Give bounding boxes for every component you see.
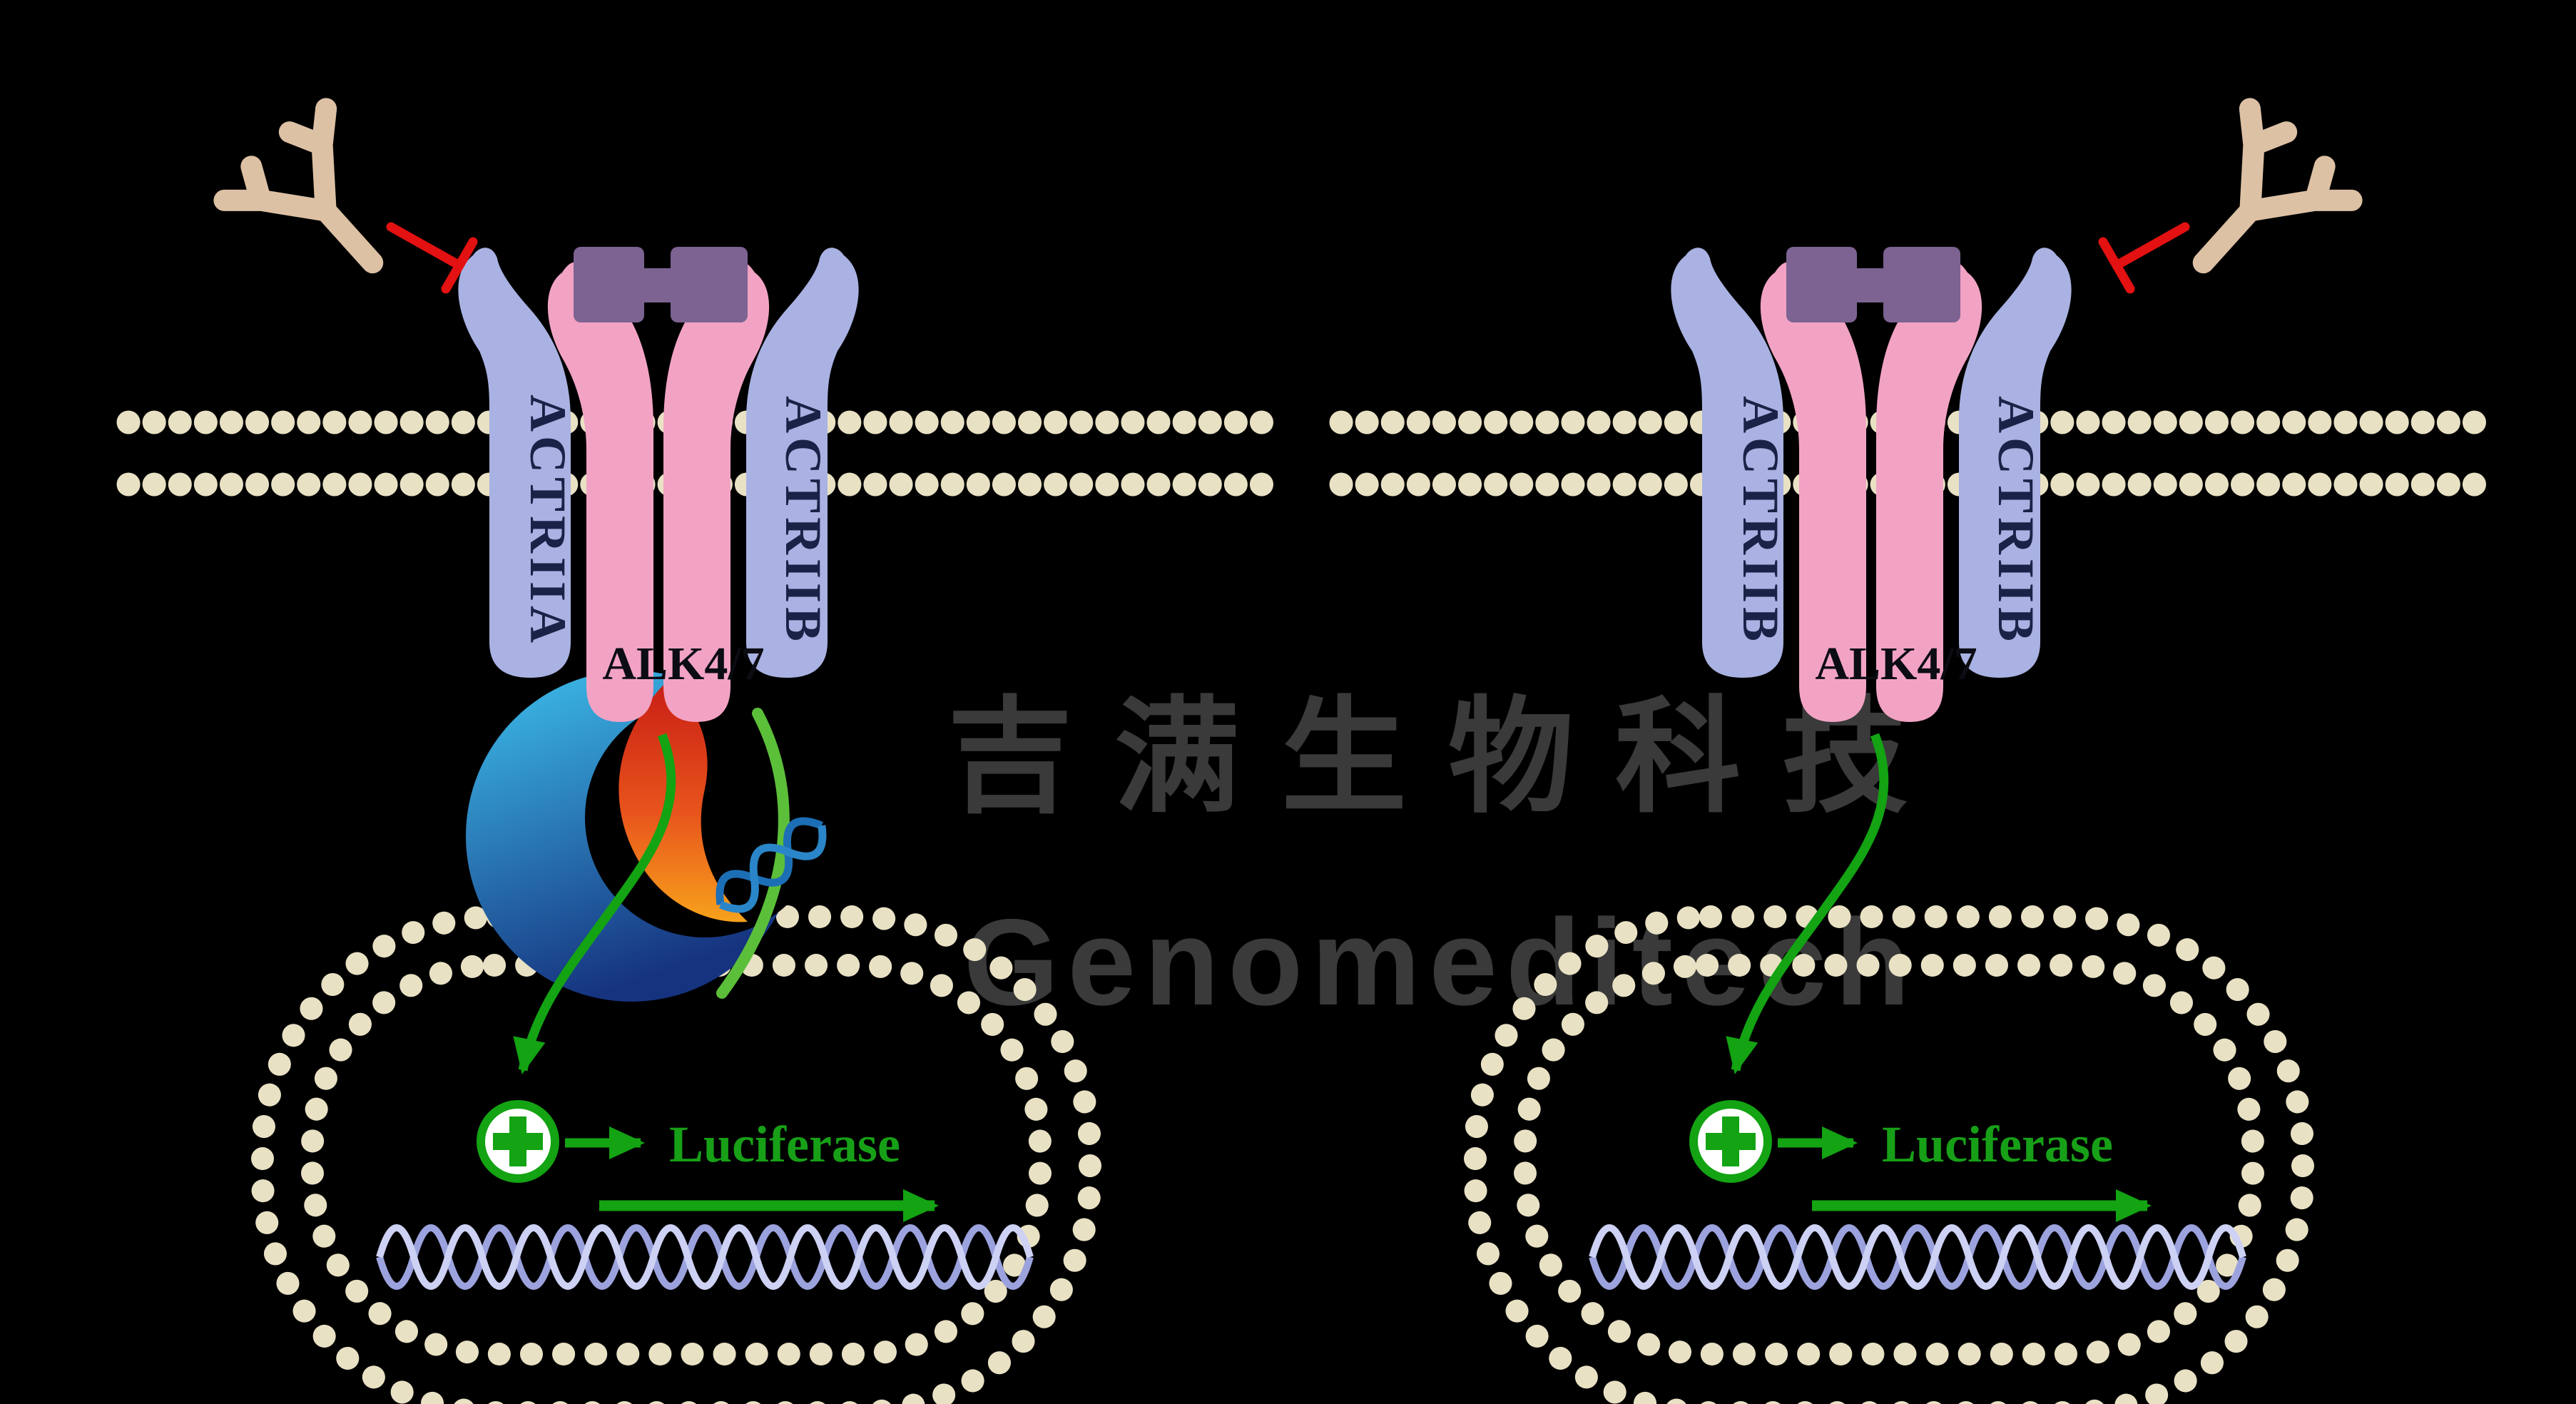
inhibition-end-bar	[441, 237, 478, 294]
right-panel-type1-receptor-label: ALK4/7	[1815, 638, 1977, 690]
logo-dna-strand-1	[716, 817, 823, 905]
left-blocking-antibody	[220, 103, 478, 309]
inhibition-bar-icon	[386, 222, 478, 294]
inhibition-line	[2112, 222, 2190, 270]
logo-mini-dna	[716, 817, 827, 913]
genomeditech-logo-mark	[466, 671, 827, 1002]
logo-dna-strand-2	[718, 825, 827, 913]
right-panel-receptor-right-label: ACTRIIB	[1987, 396, 2045, 646]
watermark: 吉满生物科技 Genomeditech	[947, 688, 1949, 1031]
left-panel-receptor-right-label: ACTRIIB	[775, 396, 832, 646]
logo-flame	[618, 679, 748, 922]
left-panel-labels: ACTRIIA ACTRIIB ALK4/7 Luciferase	[519, 395, 900, 1173]
inhibition-end-bar	[2098, 237, 2135, 294]
right-panel-receptor-left-label: ACTRIIB	[1732, 396, 1789, 646]
left-panel-receptor-left-label: ACTRIIA	[519, 395, 576, 647]
inhibition-line	[386, 222, 464, 270]
right-panel-reporter-gene-label: Luciferase	[1882, 1116, 2113, 1173]
right-blocking-antibody	[2098, 103, 2356, 309]
inhibition-bar-icon	[2098, 222, 2190, 294]
left-panel-reporter-gene-label: Luciferase	[669, 1116, 900, 1173]
left-panel-type1-receptor-label: ALK4/7	[602, 638, 764, 690]
watermark-brand-cn: 吉满生物科技	[947, 688, 1949, 828]
right-panel-labels: ACTRIIB ACTRIIB ALK4/7 Luciferase	[1732, 396, 2113, 1173]
